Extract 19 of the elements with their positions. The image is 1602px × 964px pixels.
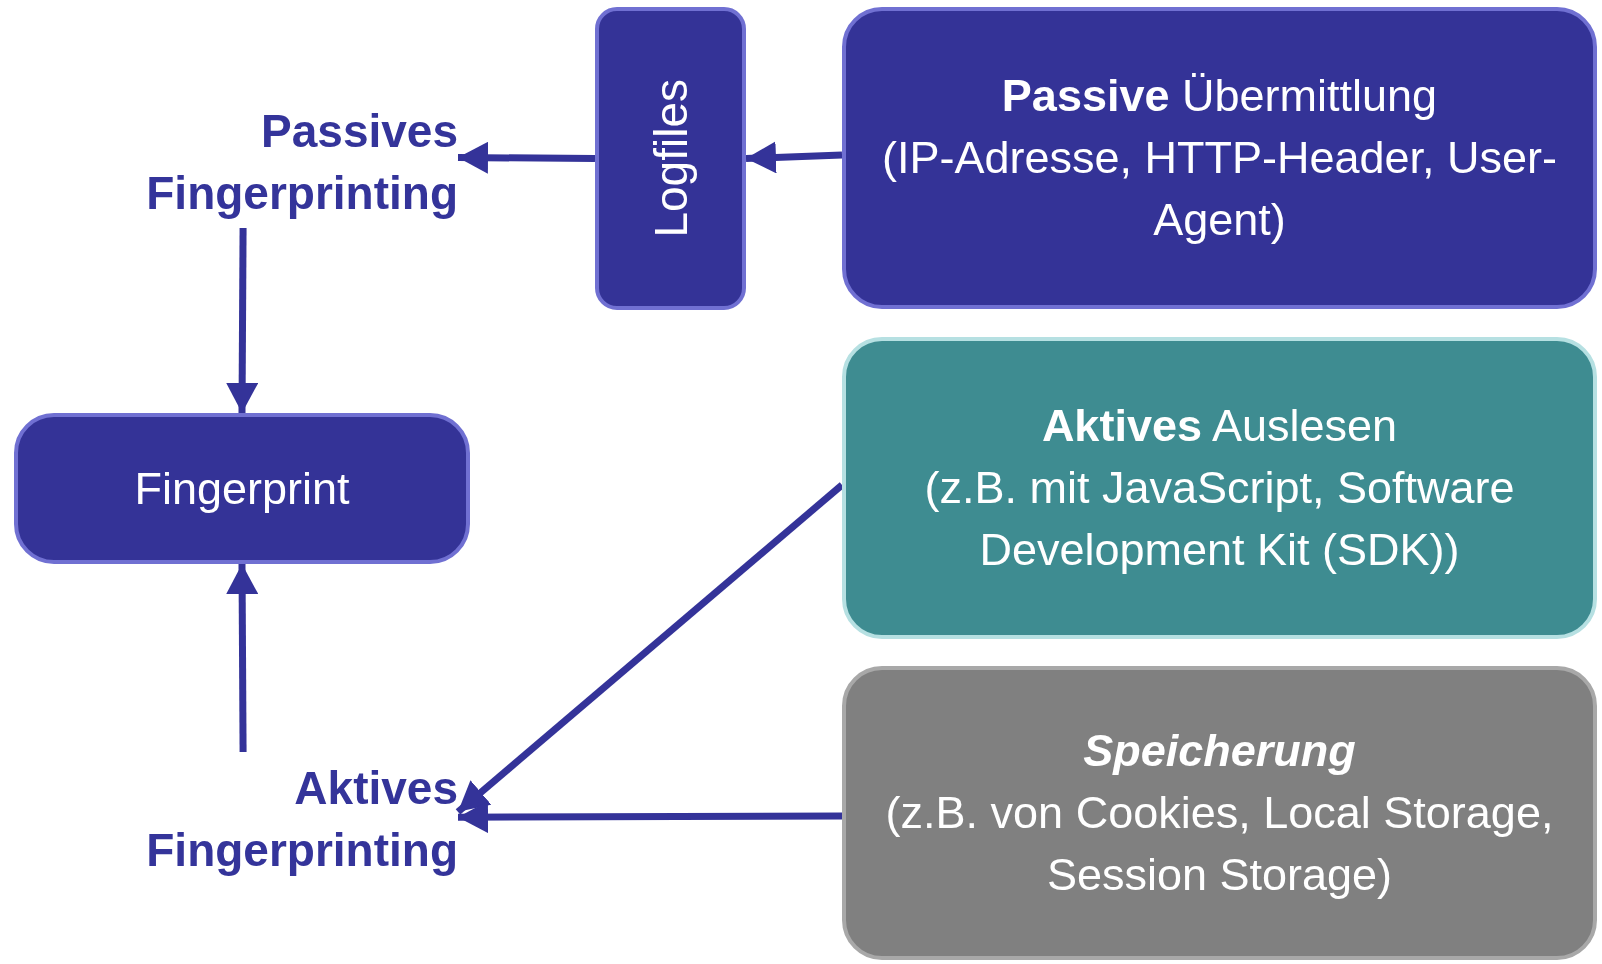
box-heading: Aktives Auslesen (1040, 399, 1399, 453)
process-box (595, 7, 746, 310)
box-text: Fingerprint (133, 461, 351, 516)
arrow (226, 563, 259, 753)
box-text: (z.B. von Cookies, Local Storage, Session Storage) (884, 786, 1555, 902)
process-box (842, 666, 1597, 960)
node-label: Passives Fingerprinting (145, 103, 458, 221)
process-box (842, 7, 1597, 309)
arrow (226, 227, 259, 414)
arrow (457, 141, 596, 174)
process-box (14, 413, 470, 564)
box-heading: Speicherung (1082, 724, 1357, 778)
box-text: (z.B. mit JavaScript, Software Development Kit (SDK)) (923, 461, 1516, 577)
box-heading: Passive Übermittlung (1000, 69, 1439, 123)
process-box (842, 337, 1597, 639)
arrow (745, 141, 843, 174)
box-label: Logfiles (643, 79, 698, 238)
box-text: (IP-Adresse, HTTP-Header, User-Agent) (880, 131, 1559, 247)
node-label: Aktives Fingerprinting (145, 760, 458, 878)
